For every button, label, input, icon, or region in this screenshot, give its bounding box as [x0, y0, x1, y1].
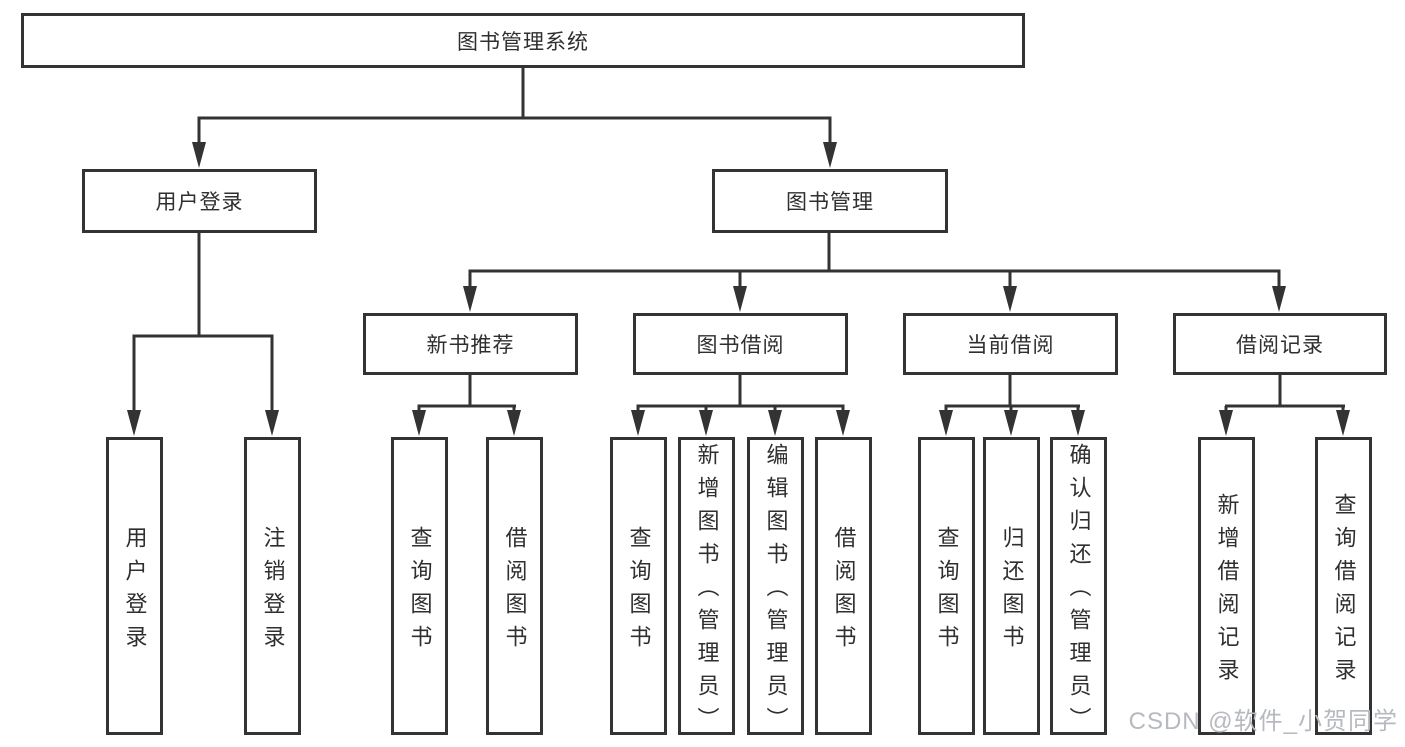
node-label: 归还图书 [999, 525, 1025, 658]
node-confirm-return-admin: 确认归还（管理员） [1050, 437, 1107, 740]
node-current-borrow: 当前借阅 [903, 313, 1118, 375]
node-root: 图书管理系统 [21, 13, 1025, 68]
node-label: 查询借阅记录 [1331, 492, 1357, 691]
connector-borrow-record [1219, 375, 1350, 436]
node-label: 新增图书（管理员） [694, 443, 720, 740]
node-label: 新增借阅记录 [1214, 492, 1240, 691]
node-query-books-borrow: 查询图书 [610, 437, 667, 735]
node-user-login-leaf: 用户登录 [106, 437, 163, 735]
node-logout: 注销登录 [244, 437, 301, 735]
node-borrow-record: 借阅记录 [1173, 313, 1387, 375]
connector-user-login [127, 233, 279, 436]
node-query-books-current: 查询图书 [918, 437, 975, 735]
node-book-mgmt: 图书管理 [712, 169, 948, 233]
connector-root [192, 68, 837, 168]
node-label: 借阅图书 [502, 525, 528, 658]
node-label: 查询图书 [407, 525, 433, 658]
node-user-login: 用户登录 [82, 169, 317, 233]
node-label: 查询图书 [626, 525, 652, 658]
node-query-books-recommend: 查询图书 [391, 437, 448, 735]
node-new-book-recommend: 新书推荐 [363, 313, 578, 375]
node-return-books: 归还图书 [983, 437, 1040, 735]
node-label: 查询图书 [934, 525, 960, 658]
connector-book-borrow [631, 375, 850, 436]
node-add-books-admin: 新增图书（管理员） [678, 437, 735, 740]
node-query-borrow-record: 查询借阅记录 [1315, 437, 1372, 735]
node-add-borrow-record: 新增借阅记录 [1198, 437, 1255, 735]
connector-current-borrow [939, 375, 1085, 436]
node-borrow-books-recommend: 借阅图书 [486, 437, 543, 735]
node-label: 借阅图书 [831, 525, 857, 658]
node-book-borrow: 图书借阅 [633, 313, 848, 375]
node-label: 确认归还（管理员） [1066, 443, 1092, 740]
node-label: 注销登录 [260, 525, 286, 658]
node-edit-books-admin: 编辑图书（管理员） [747, 437, 804, 740]
node-label: 编辑图书（管理员） [763, 443, 789, 740]
node-borrow-books-leaf: 借阅图书 [815, 437, 872, 735]
node-label: 用户登录 [122, 525, 148, 658]
connector-book-mgmt [463, 233, 1286, 312]
connector-new-book-recommend [412, 375, 521, 436]
csdn-watermark: CSDN @软件_小贺同学 [1128, 708, 1398, 735]
